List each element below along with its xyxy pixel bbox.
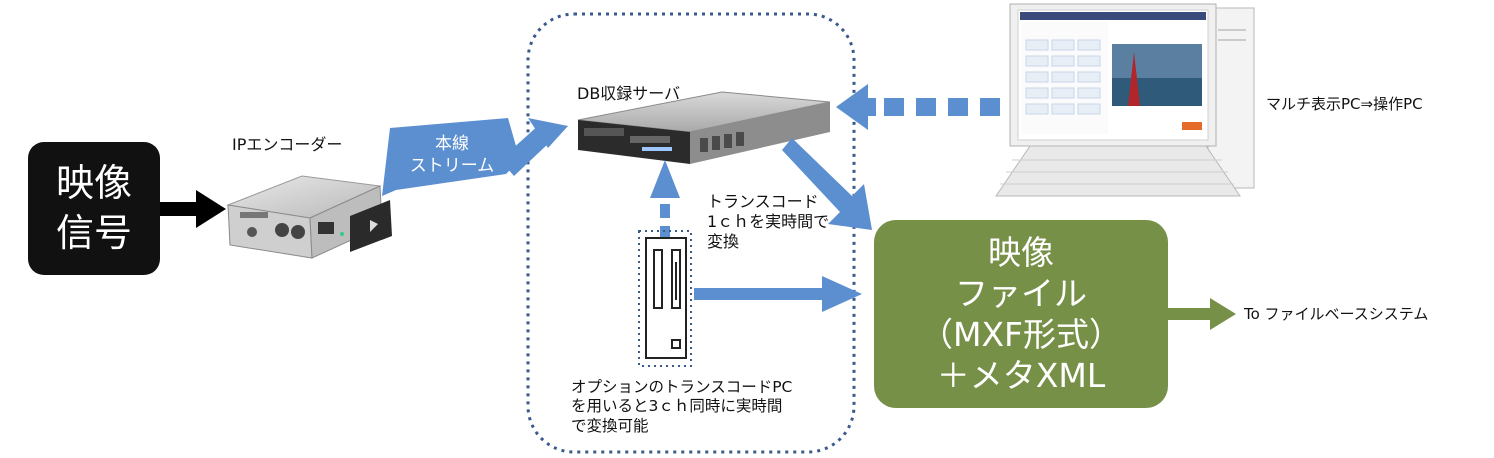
video-file-line2: ファイル [955,273,1087,313]
transcode-note-line1: トランスコード [707,192,819,211]
transcode-to-file-arrow [694,276,862,312]
stream-label-line1: 本線 [435,134,469,154]
video-signal-line1: 映像 [55,161,132,206]
option-note-line2: を用いると3ｃｈ同時に実時間 [571,397,783,416]
signal-to-encoder-arrow [158,190,226,228]
server-label: DB収録サーバ [577,84,681,103]
pc-label: マルチ表示PC⇒操作PC [1266,95,1423,113]
video-file-box: 映像 ファイル （MXF形式） ＋メタXML [874,220,1168,408]
video-signal-line2: 信号 [55,210,132,255]
pc-to-server-dashed-arrow [836,84,1000,130]
transcode-note-line2: 1ｃｈを実時間で [707,212,830,231]
server-to-file-arrow [782,138,872,230]
video-file-line1: 映像 [988,232,1054,272]
video-file-line3: （MXF形式） [919,315,1123,354]
transcode-note-line3: 変換 [707,232,740,251]
db-server-device [577,91,831,164]
file-to-output-arrow [1168,298,1236,330]
transcode-to-server-dashed-arrow [650,160,680,240]
stream-label: 本線 ストリーム [392,133,512,177]
transcode-note: トランスコード 1ｃｈを実時間で 変換 [707,192,829,252]
option-note-line3: で変換可能 [571,416,649,435]
server-zone-border [526,12,856,454]
encoder-label: IPエンコーダー [232,135,343,154]
stream-label-line2: ストリーム [409,156,495,177]
stream-arrow [382,118,568,196]
video-file-line4: ＋メタXML [936,356,1106,396]
multi-display-pc [995,3,1255,197]
option-note-line1: オプションのトランスコードPC [571,378,793,396]
video-signal-box: 映像 信号 [28,142,160,275]
transcode-pc-device [638,230,692,367]
option-note: オプションのトランスコードPC を用いると3ｃｈ同時に実時間 で変換可能 [571,378,792,436]
ip-encoder-device [226,175,392,259]
output-label: To ファイルベースシステム [1244,305,1429,323]
